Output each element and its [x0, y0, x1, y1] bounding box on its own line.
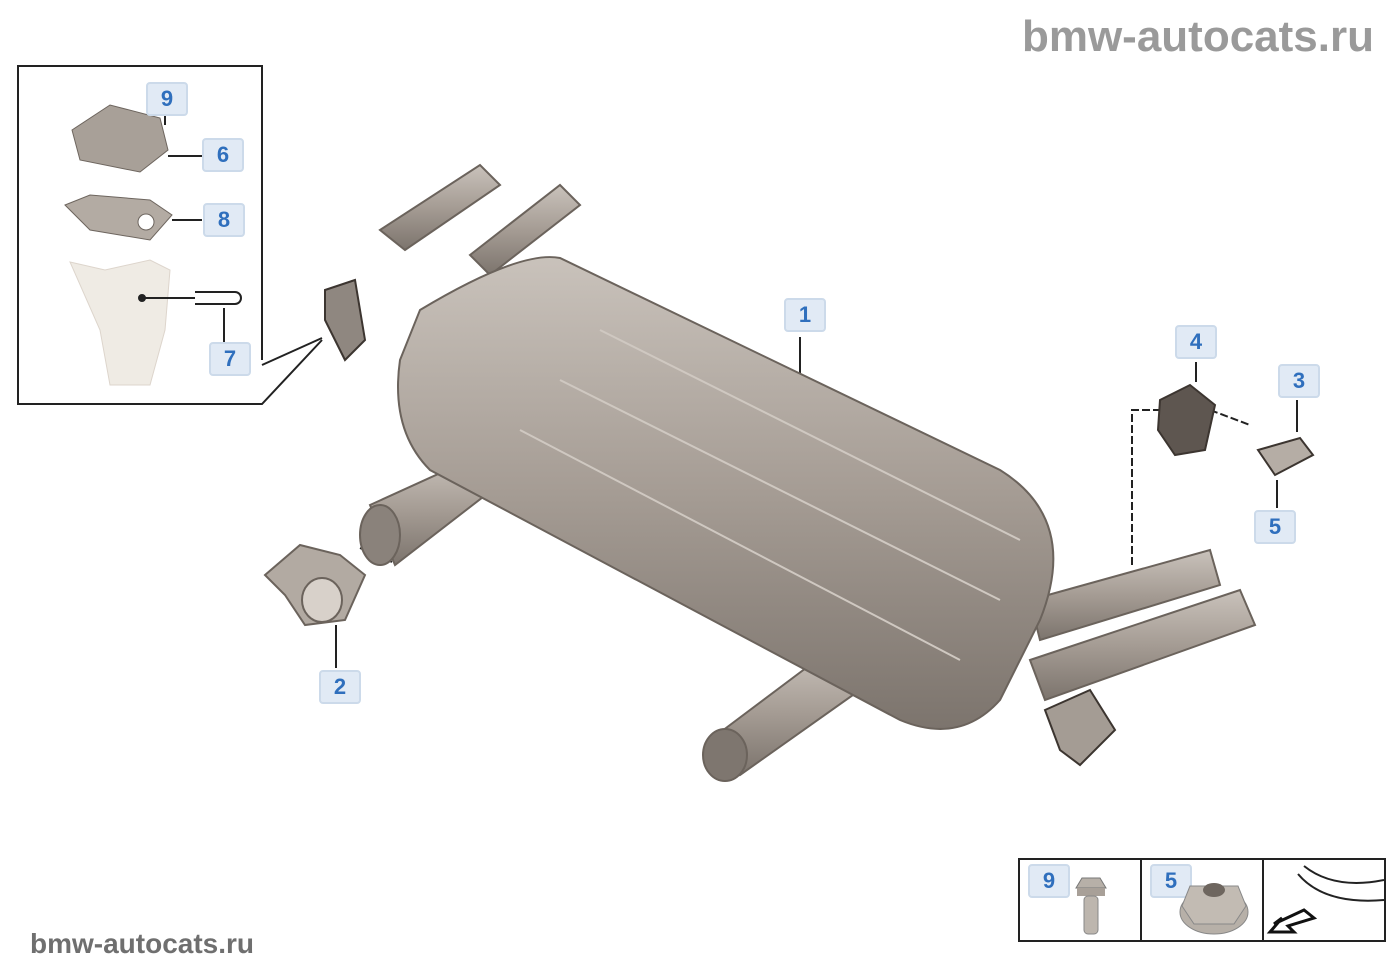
- legend-callout-9[interactable]: 9: [1028, 864, 1070, 898]
- fastener-legend: 9 5: [1018, 858, 1386, 942]
- mount-parts: [324, 278, 1315, 767]
- flap-actuator-part: [64, 104, 173, 386]
- nut-icon: [1179, 883, 1249, 935]
- callout-5[interactable]: 5: [1254, 510, 1296, 544]
- callout-2[interactable]: 2: [319, 670, 361, 704]
- callout-6[interactable]: 6: [202, 138, 244, 172]
- callout-9[interactable]: 9: [146, 82, 188, 116]
- legend-cell-bolt: 9: [1020, 860, 1142, 940]
- callout-7[interactable]: 7: [209, 342, 251, 376]
- legend-callout-5[interactable]: 5: [1150, 864, 1192, 898]
- watermark-top: bmw-autocats.ru: [1021, 12, 1374, 61]
- legend-cell-nut: 5: [1142, 860, 1264, 940]
- watermark-bottom: bmw-autocats.ru: [30, 928, 255, 959]
- legend-cell-direction: [1264, 860, 1384, 940]
- clamp-part: [263, 543, 367, 627]
- callout-1[interactable]: 1: [784, 298, 826, 332]
- inset-frame: [17, 65, 323, 405]
- car-direction-arrow-icon: [1266, 865, 1384, 934]
- rear-silencer-part: [359, 163, 1257, 782]
- bolt-icon: [1075, 877, 1107, 935]
- callout-4[interactable]: 4: [1175, 325, 1217, 359]
- callout-8[interactable]: 8: [203, 203, 245, 237]
- callout-3[interactable]: 3: [1278, 364, 1320, 398]
